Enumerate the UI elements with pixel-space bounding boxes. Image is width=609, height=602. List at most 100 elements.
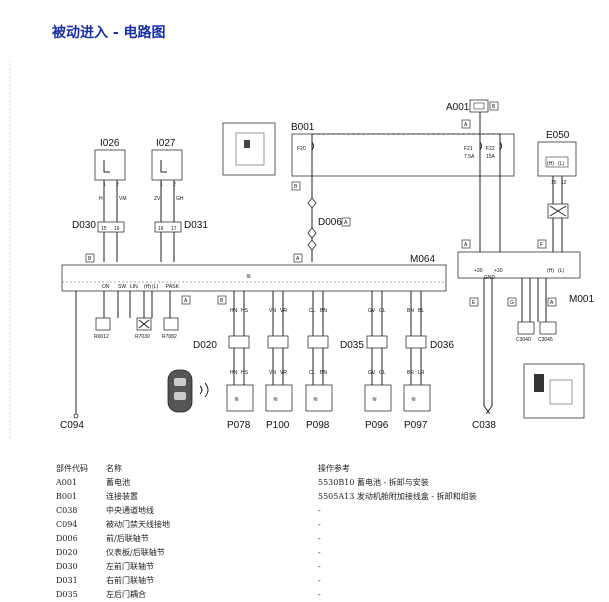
label-d036: D036 (430, 340, 454, 351)
signal-waves-icon (199, 382, 209, 398)
tag-a (547, 297, 557, 307)
wire-color-label: BN (320, 370, 327, 376)
label-b001: B001 (291, 122, 315, 133)
label-p100: P100 (266, 420, 290, 431)
label-d020: D020 (193, 340, 217, 351)
antenna-icon: ≋ (372, 397, 377, 403)
component-i027 (151, 149, 183, 181)
label-p098: P098 (306, 420, 330, 431)
tag-a (461, 239, 471, 249)
legend-head-code: 部件代码 (56, 464, 88, 473)
label-d006: D006 (318, 217, 342, 228)
wire-color-label: VR (280, 308, 287, 314)
fuse-highlight (244, 140, 250, 148)
tag-a (461, 119, 471, 129)
legend-op: - (318, 562, 321, 571)
label-d035: D035 (340, 340, 364, 351)
pin-label: (L) (558, 161, 564, 167)
key-fob-icon (167, 369, 193, 413)
pin-label: F22 (486, 146, 495, 152)
module-inset (549, 379, 573, 405)
label-i026: I026 (100, 138, 120, 149)
component-p097 (403, 384, 431, 412)
label-p096: P096 (365, 420, 389, 431)
connector-d036 (405, 335, 427, 349)
legend-name: 前/后联轴节 (106, 534, 149, 543)
label-e050: E050 (546, 130, 570, 141)
label-a001: A001 (446, 102, 470, 113)
legend-head-op: 操作参考 (318, 464, 350, 473)
legend-code: D031 (56, 576, 78, 585)
legend-name: 中央通道地线 (106, 506, 154, 515)
pin-label: 7.5A (464, 154, 475, 160)
label-d031: D031 (184, 220, 208, 231)
component-b001 (291, 133, 515, 177)
part-c3045 (539, 321, 557, 335)
legend-op: - (318, 548, 321, 557)
tag-label: A (344, 220, 348, 226)
signal-label: SW (118, 284, 126, 290)
wire-color-label: BL (418, 308, 424, 314)
tag-label: B (492, 104, 496, 110)
key-fob-button (174, 392, 186, 400)
connector (307, 335, 329, 349)
tag-a (293, 253, 303, 263)
wire-color-label: HN (230, 308, 238, 314)
pin-label: (H) (547, 161, 554, 167)
fuse-box-thumbnail (222, 122, 276, 176)
legend-code: D006 (56, 534, 78, 543)
wire-color-label: ZV (154, 196, 161, 202)
tag-label: B (220, 298, 224, 304)
tag-label: A (184, 298, 188, 304)
component-p078 (226, 384, 254, 412)
part-c3040 (517, 321, 535, 335)
i027-symbol (160, 160, 167, 173)
tag-label: A (550, 300, 554, 306)
pin-label: F21 (464, 146, 473, 152)
wire-color-label: VN (269, 308, 276, 314)
antenna-icon: ≋ (273, 397, 278, 403)
pin-label: F20 (297, 146, 306, 152)
legend-code: A001 (56, 478, 78, 487)
legend-name: 仪表板/后联轴节 (106, 548, 165, 557)
ground-wire-c038 (483, 278, 493, 415)
legend-name: 左后门耦合 (106, 590, 146, 599)
ground-point (73, 413, 79, 419)
antenna-icon: ≋ (411, 397, 416, 403)
signal-label: GND (484, 275, 496, 281)
signal-label: (L) (558, 268, 564, 274)
signal-label: PASK (166, 284, 180, 290)
legend-op: - (318, 590, 321, 599)
pin-label: 12 (561, 180, 567, 186)
tag-label: A (296, 256, 300, 262)
component-i026 (94, 149, 126, 181)
part-r0012 (95, 317, 111, 331)
i026-symbol (103, 160, 110, 173)
legend-name: 连接装置 (106, 492, 138, 501)
label-c038: C038 (472, 420, 496, 431)
wire-color-label: CL (309, 308, 316, 314)
wire-color-label: VR (280, 370, 287, 376)
antenna-icon: ≋ (246, 274, 251, 280)
antenna-icon: ≋ (234, 397, 239, 403)
label-p097: P097 (404, 420, 428, 431)
legend-op: 5505A13 发动机舱附加接线盒 - 拆卸和组装 (318, 492, 477, 501)
connector-d020 (228, 335, 250, 349)
wire-color-label: BN (407, 308, 414, 314)
m001-lower-wires (521, 278, 547, 322)
pin-label: 15A (486, 154, 496, 160)
tag-g (507, 297, 517, 307)
label-p078: P078 (227, 420, 251, 431)
pin-label: 15 (551, 180, 557, 186)
component-m064 (61, 264, 447, 292)
connector-d030 (97, 221, 125, 233)
part-label: C3040 (516, 337, 531, 343)
fuse-box-inset (235, 132, 265, 166)
signal-label: (H) (144, 284, 151, 290)
label-d030: D030 (72, 220, 96, 231)
component-p096 (364, 384, 392, 412)
wire-color-label: VM (119, 196, 127, 202)
tag-label: E (472, 300, 476, 306)
key-fob-button (174, 378, 186, 386)
legend-name: 被动门禁天线接地 (106, 520, 170, 529)
